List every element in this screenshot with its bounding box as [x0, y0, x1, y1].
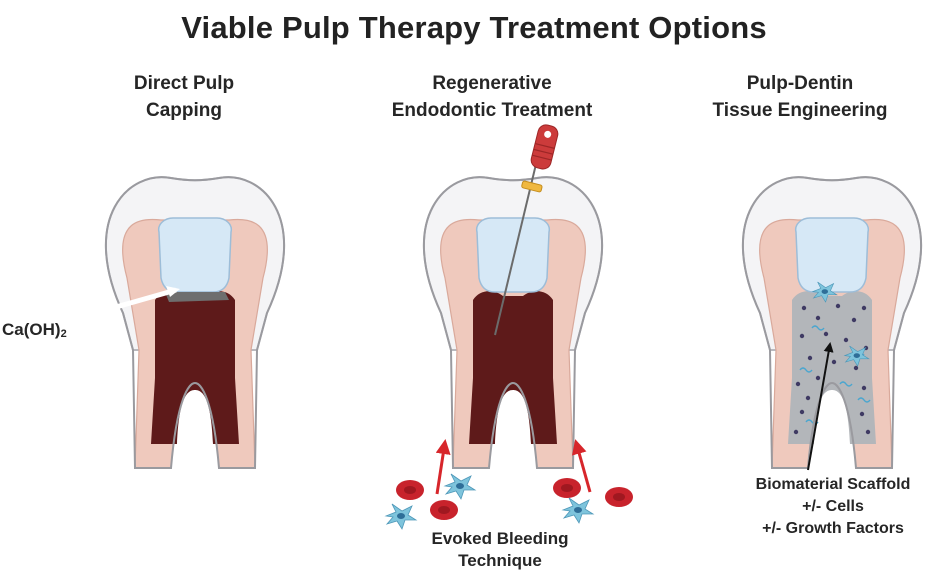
red-blood-cell — [396, 480, 424, 500]
calcium-hydroxide-subscript: 2 — [61, 328, 67, 340]
biomaterial-scaffold — [788, 291, 876, 444]
filling — [159, 218, 232, 292]
filling — [477, 218, 550, 292]
tooth-regenerative-endodontic — [424, 177, 602, 468]
red-blood-cell — [553, 478, 581, 498]
biomaterial-scaffold-label: Biomaterial Scaffold +/- Cells +/- Growt… — [718, 474, 948, 540]
label-line: +/- Growth Factors — [718, 518, 948, 540]
stem-cell-icon — [445, 474, 475, 499]
pulp-chamber — [151, 291, 239, 444]
pulp-chamber — [469, 291, 557, 444]
label-line: Biomaterial Scaffold — [718, 474, 948, 496]
stem-cell-icon — [563, 498, 593, 523]
tooth-direct-pulp-capping — [106, 177, 284, 468]
red-blood-cell — [430, 500, 458, 520]
calcium-hydroxide-base: Ca(OH) — [2, 320, 61, 339]
red-blood-cell — [605, 487, 633, 507]
calcium-hydroxide-label: Ca(OH)2 — [2, 320, 92, 340]
label-line: Technique — [400, 550, 600, 572]
stem-cell-icon — [386, 504, 416, 529]
label-line: +/- Cells — [718, 496, 948, 518]
tooth-tissue-engineering — [743, 177, 921, 468]
label-line: Evoked Bleeding — [400, 528, 600, 550]
filling — [796, 218, 869, 292]
evoked-bleeding-label: Evoked Bleeding Technique — [400, 528, 600, 572]
